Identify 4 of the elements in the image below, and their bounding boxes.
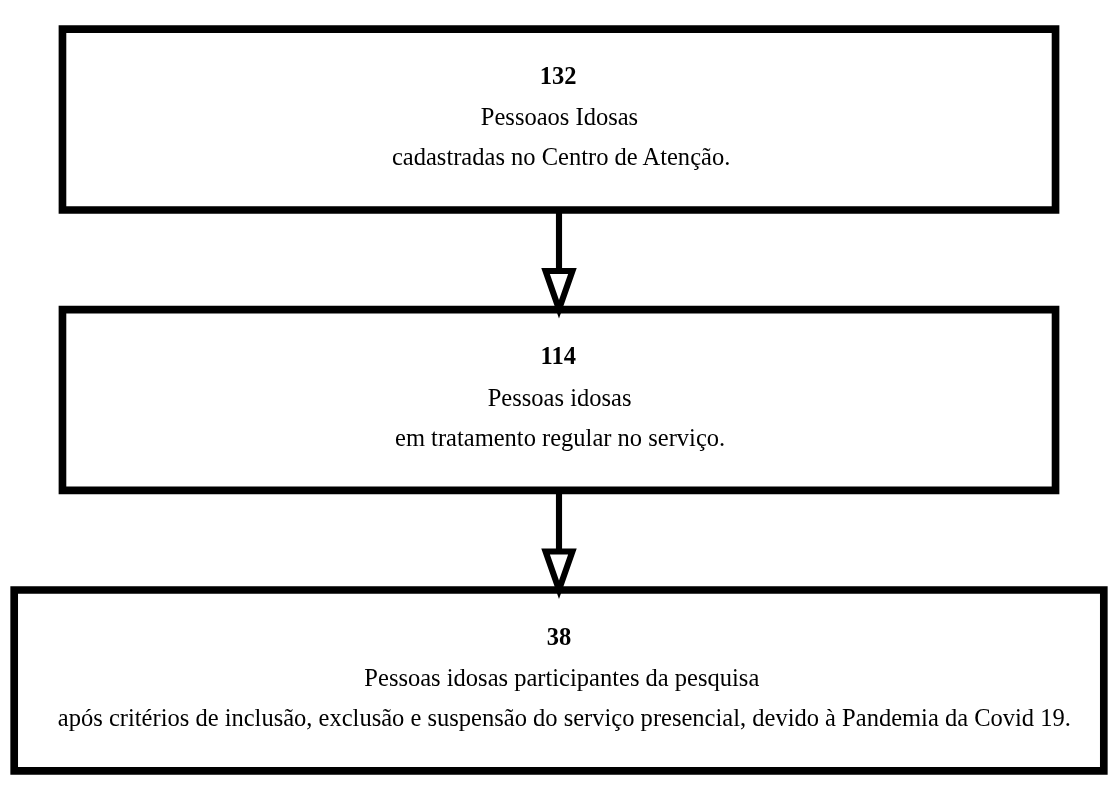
node-box: 38 Pessoas idosas participantes da pesquisa após critérios de inclusão, exclusão e suspensão do serviço presencial, devido à Pandemia da Covid 19.	[10, 586, 1108, 775]
node-box: 132 Pessoaos Idosas cadastradas no Centro de Atenção.	[58, 25, 1060, 214]
node-box: 114 Pessoas idosas em tratamento regular no serviço.	[58, 305, 1060, 495]
arrow	[541, 210, 577, 319]
